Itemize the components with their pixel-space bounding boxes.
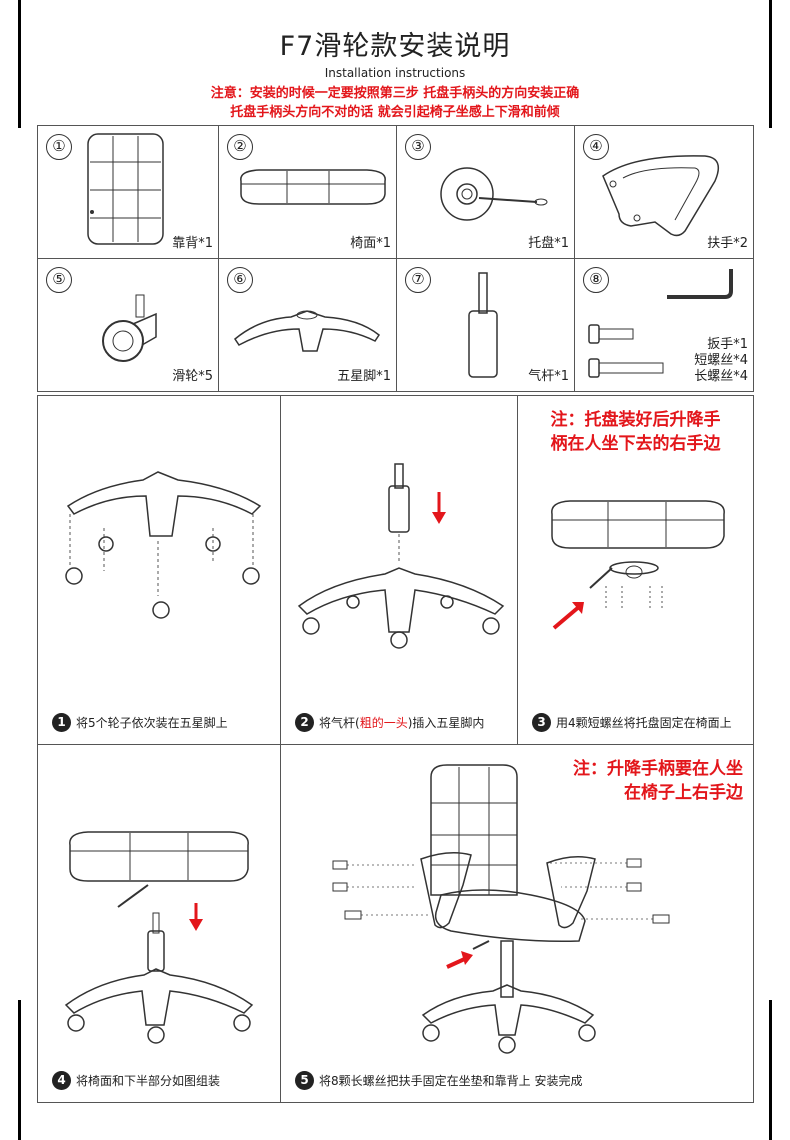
step-1-text: 将5个轮子依次装在五星脚上 bbox=[76, 716, 228, 730]
step-number-badge: 3 bbox=[532, 713, 551, 732]
part-label: 气杆*1 bbox=[528, 369, 569, 384]
step-1-caption: 1 将5个轮子依次装在五星脚上 bbox=[52, 713, 228, 732]
armrest-illustration bbox=[602, 155, 720, 237]
part-hardware: ⑧ 扳手*1 短螺丝*4 长螺丝*4 bbox=[574, 258, 754, 392]
step-2-text-after: )插入五星脚内 bbox=[407, 716, 485, 730]
step-3-panel: 注：托盘装好后升降手 柄在人坐下去的右手边 3 用4颗短螺丝将托盘固定在椅面上 bbox=[517, 395, 754, 745]
step-3-illustration bbox=[551, 500, 725, 630]
backrest-illustration bbox=[87, 133, 164, 245]
gas-lift-illustration bbox=[468, 272, 498, 378]
part-label: 椅面*1 bbox=[350, 236, 391, 251]
part-number: ④ bbox=[583, 134, 609, 160]
part-gas-lift: ⑦ 气杆*1 bbox=[396, 258, 575, 392]
caster-illustration bbox=[102, 294, 157, 362]
step-4-panel: 4 将椅面和下半部分如图组装 bbox=[37, 744, 281, 1103]
step-2-text-before: 将气杆( bbox=[319, 716, 360, 730]
step-number-badge: 5 bbox=[295, 1071, 314, 1090]
step-5-panel: 注：升降手柄要在人坐 在椅子上右手边 5 将8颗长螺丝把扶手固定在坐垫和靠背上 … bbox=[280, 744, 754, 1103]
step-5-text: 将8颗长螺丝把扶手固定在坐垫和靠背上 安装完成 bbox=[319, 1074, 583, 1088]
crop-mark bbox=[18, 0, 21, 128]
part-label: 托盘*1 bbox=[528, 236, 569, 251]
part-number: ① bbox=[46, 134, 72, 160]
hardware-illustration bbox=[588, 269, 733, 378]
tray-illustration bbox=[440, 167, 548, 221]
part-number: ⑤ bbox=[46, 267, 72, 293]
step-4-text: 将椅面和下半部分如图组装 bbox=[76, 1074, 221, 1088]
step-1-illustration bbox=[65, 471, 262, 619]
part-label: 靠背*1 bbox=[172, 236, 213, 251]
crop-mark bbox=[769, 1000, 772, 1140]
crop-mark bbox=[769, 0, 772, 128]
page-title: F7滑轮款安装说明 bbox=[279, 31, 511, 62]
part-number: ③ bbox=[405, 134, 431, 160]
part-label: 扳手*1 短螺丝*4 长螺丝*4 bbox=[694, 337, 748, 384]
step-2-panel: 2 将气杆(粗的一头)插入五星脚内 bbox=[280, 395, 518, 745]
part-number: ⑥ bbox=[227, 267, 253, 293]
step-4-caption: 4 将椅面和下半部分如图组装 bbox=[52, 1071, 220, 1090]
page-subtitle: Installation instructions bbox=[324, 66, 466, 80]
part-number: ⑧ bbox=[583, 267, 609, 293]
part-backrest: ① 靠背*1 bbox=[37, 125, 219, 259]
part-seat: ② 椅面*1 bbox=[218, 125, 397, 259]
step-5-caption: 5 将8颗长螺丝把扶手固定在坐垫和靠背上 安装完成 bbox=[295, 1071, 582, 1090]
part-label: 扶手*2 bbox=[707, 236, 748, 251]
crop-mark bbox=[18, 1000, 21, 1140]
part-label: 滑轮*5 bbox=[172, 369, 213, 384]
notice-line-2: 托盘手柄头方向不对的话 就会引起椅子坐感上下滑和前倾 bbox=[230, 105, 560, 120]
step-1-panel: 1 将5个轮子依次装在五星脚上 bbox=[37, 395, 281, 745]
step-2-text-highlight: 粗的一头 bbox=[359, 716, 408, 730]
step-3-text: 用4颗短螺丝将托盘固定在椅面上 bbox=[556, 716, 732, 730]
part-number: ⑦ bbox=[405, 267, 431, 293]
step-number-badge: 4 bbox=[52, 1071, 71, 1090]
notice-line-1: 注意：安装的时候一定要按照第三步 托盘手柄头的方向安装正确 bbox=[210, 86, 580, 101]
step-3-caption: 3 用4颗短螺丝将托盘固定在椅面上 bbox=[532, 713, 732, 732]
step-number-badge: 1 bbox=[52, 713, 71, 732]
base-illustration bbox=[234, 310, 381, 352]
step-3-note: 注：托盘装好后升降手 柄在人坐下去的右手边 bbox=[550, 410, 721, 454]
step-number-badge: 2 bbox=[295, 713, 314, 732]
part-base: ⑥ 五星脚*1 bbox=[218, 258, 397, 392]
part-tray: ③ 托盘*1 bbox=[396, 125, 575, 259]
part-number: ② bbox=[227, 134, 253, 160]
part-armrest: ④ 扶手*2 bbox=[574, 125, 754, 259]
step-5-illustration bbox=[332, 764, 670, 1054]
step-2-illustration bbox=[297, 463, 505, 649]
step-5-note: 注：升降手柄要在人坐 在椅子上右手边 bbox=[573, 759, 743, 803]
part-label: 五星脚*1 bbox=[337, 369, 391, 384]
step-4-illustration bbox=[64, 831, 254, 1044]
seat-illustration bbox=[240, 169, 386, 205]
part-caster: ⑤ 滑轮*5 bbox=[37, 258, 219, 392]
step-2-caption: 2 将气杆(粗的一头)插入五星脚内 bbox=[295, 713, 484, 732]
